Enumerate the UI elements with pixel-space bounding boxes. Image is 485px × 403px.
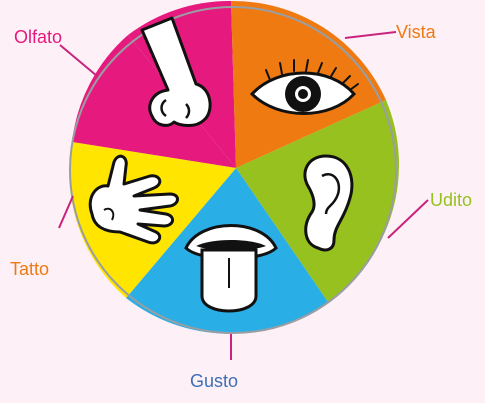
eye-icon	[249, 59, 359, 115]
leader-lines	[58, 31, 429, 360]
leader-line-tatto	[58, 195, 74, 229]
wheel-outline	[69, 6, 397, 334]
label-gusto: Gusto	[190, 371, 239, 391]
leader-line-vista	[344, 31, 397, 39]
label-tatto: Tatto	[10, 259, 50, 279]
nose-icon	[140, 16, 212, 127]
hand-icon	[88, 154, 179, 245]
label-vista: Vista	[396, 22, 436, 42]
label-olfato: Olfato	[14, 27, 63, 47]
tongue-icon	[184, 224, 278, 313]
label-udito: Udito	[430, 190, 473, 210]
ear-icon	[303, 154, 354, 252]
leader-line-udito	[387, 199, 429, 239]
leader-line-olfato	[59, 44, 98, 77]
